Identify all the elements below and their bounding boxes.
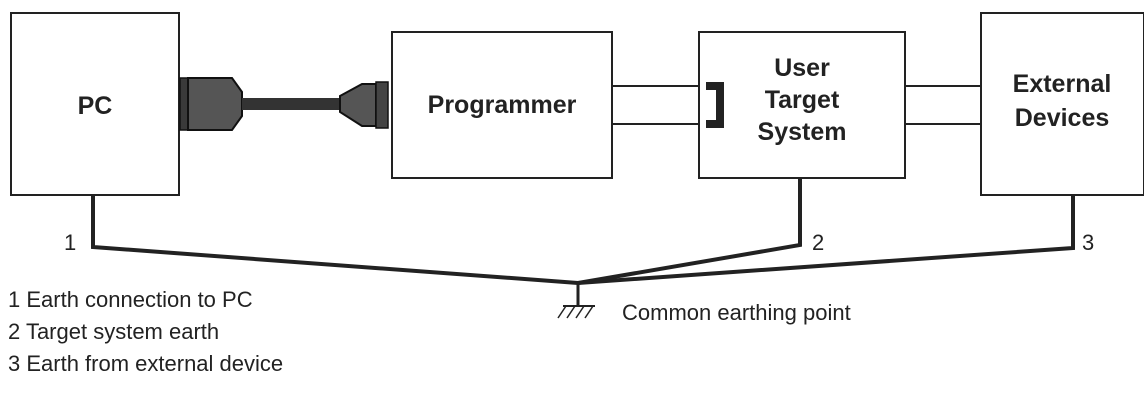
common-earthing-point-label: Common earthing point: [622, 300, 851, 325]
target-external-ribbon: [905, 85, 981, 125]
target-system-box: User Target System: [698, 31, 906, 179]
earth-number-1: 1: [64, 230, 76, 255]
external-label-line1: External: [1013, 70, 1112, 98]
pc-box: PC: [10, 12, 180, 196]
earth-number-3: 3: [1082, 230, 1094, 255]
programmer-box: Programmer: [391, 31, 613, 179]
legend: 1 Earth connection to PC 2 Target system…: [8, 284, 283, 380]
legend-item-2: 2 Target system earth: [8, 319, 220, 344]
target-label-line3: System: [758, 118, 847, 146]
legend-item-3: 3 Earth from external device: [8, 351, 284, 376]
earth-wire-target: [577, 178, 802, 285]
earth-wire-external: [577, 195, 1075, 285]
target-header-connector: [706, 82, 724, 128]
external-label-line2: Devices: [1015, 104, 1110, 132]
earth-ground-icon: [557, 283, 595, 319]
legend-item-1: 1 Earth connection to PC: [8, 287, 253, 312]
external-devices-box: External Devices: [980, 12, 1144, 196]
serial-cable: [242, 98, 340, 110]
target-label-line2: Target: [765, 86, 840, 114]
programmer-label: Programmer: [428, 91, 577, 119]
pc-connector-plug: [179, 77, 243, 131]
programmer-target-ribbon: [612, 85, 712, 125]
pc-label: PC: [78, 92, 113, 120]
earth-number-2: 2: [812, 230, 824, 255]
earth-wire-pc: [91, 195, 579, 285]
target-label-line1: User: [774, 54, 830, 82]
programmer-connector-plug: [339, 81, 389, 129]
